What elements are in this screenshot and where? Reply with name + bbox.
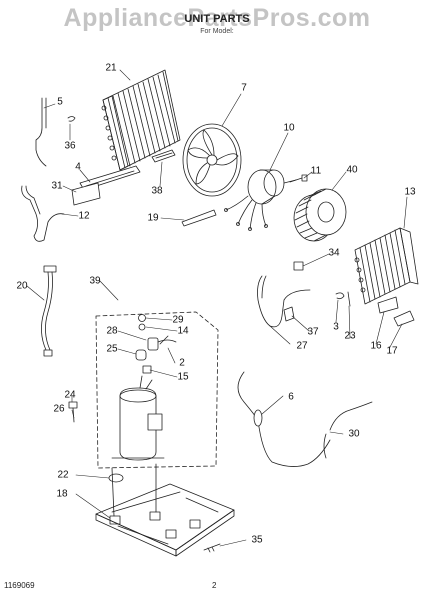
callout-15: 15 bbox=[177, 371, 189, 383]
callout-31: 31 bbox=[51, 180, 63, 192]
callout-35: 35 bbox=[251, 534, 263, 546]
tube-12-drawing bbox=[21, 185, 65, 242]
clip-2-drawing bbox=[157, 339, 177, 343]
screw-23-drawing bbox=[347, 291, 351, 307]
callout-22: 22 bbox=[57, 469, 69, 481]
capillary-tube-drawing bbox=[257, 275, 311, 328]
callout-27: 27 bbox=[296, 340, 308, 352]
diagram-subtitle: For Model: bbox=[200, 28, 234, 35]
document-number: 1169069 bbox=[4, 581, 35, 590]
compressor-assembly-boundary bbox=[95, 311, 219, 469]
screw-35-drawing bbox=[203, 543, 221, 553]
power-cord-drawing bbox=[41, 265, 57, 357]
callout-14: 14 bbox=[177, 325, 189, 337]
clip-3-drawing bbox=[335, 292, 345, 300]
drain-tube-drawing bbox=[35, 97, 47, 167]
callout-23: 23 bbox=[344, 330, 356, 342]
callout-16: 16 bbox=[370, 340, 382, 352]
clip-36-drawing bbox=[67, 116, 76, 122]
callout-26: 26 bbox=[53, 403, 65, 415]
washer-14-drawing bbox=[138, 323, 146, 331]
drain-line-drawing bbox=[237, 371, 331, 467]
callout-4: 4 bbox=[75, 161, 81, 173]
watermark: AppliancePartsPros.com bbox=[63, 4, 371, 32]
callout-10: 10 bbox=[283, 122, 295, 134]
callout-21: 21 bbox=[105, 62, 117, 74]
cover-drawing bbox=[135, 349, 147, 361]
callout-37: 37 bbox=[307, 326, 319, 338]
callout-28: 28 bbox=[106, 325, 118, 337]
callout-34: 34 bbox=[328, 247, 340, 259]
callout-11: 11 bbox=[310, 165, 322, 177]
bracket-16-drawing bbox=[377, 296, 399, 314]
callout-5: 5 bbox=[57, 96, 63, 108]
strap-drawing bbox=[181, 209, 217, 227]
callout-13: 13 bbox=[404, 186, 416, 198]
diagram-title: UNIT PARTS bbox=[184, 13, 250, 25]
callout-19: 19 bbox=[147, 212, 159, 224]
grommet-22-drawing bbox=[108, 473, 124, 483]
shield-drawing bbox=[71, 182, 101, 206]
callout-25: 25 bbox=[106, 343, 118, 355]
condenser-coil-drawing bbox=[101, 69, 181, 171]
callout-6: 6 bbox=[288, 391, 294, 403]
thermistor-drawing bbox=[293, 261, 304, 271]
page-number: 2 bbox=[212, 581, 217, 590]
callout-39: 39 bbox=[89, 275, 101, 287]
callout-24: 24 bbox=[64, 389, 76, 401]
callout-7: 7 bbox=[241, 82, 247, 94]
base-pan-drawing bbox=[95, 463, 235, 557]
callout-29: 29 bbox=[172, 314, 184, 326]
blower-wheel-drawing bbox=[293, 188, 347, 242]
callout-40: 40 bbox=[346, 164, 358, 176]
callout-38: 38 bbox=[151, 185, 163, 197]
grommet-29-drawing bbox=[138, 314, 146, 322]
nut-15-drawing bbox=[142, 365, 152, 374]
condenser-fan-blade-drawing bbox=[182, 123, 242, 197]
screw-11-drawing bbox=[289, 174, 308, 183]
evaporator-coil-drawing bbox=[354, 227, 419, 305]
leader-lines bbox=[26, 69, 408, 547]
baffle-drawing bbox=[393, 310, 415, 327]
callout-36: 36 bbox=[64, 140, 76, 152]
overload-drawing bbox=[147, 337, 159, 351]
callout-17: 17 bbox=[386, 345, 398, 357]
callout-18: 18 bbox=[56, 488, 68, 500]
clip-37-drawing bbox=[283, 306, 295, 322]
callout-20: 20 bbox=[16, 280, 28, 292]
callout-30: 30 bbox=[348, 428, 360, 440]
fan-motor-drawing bbox=[224, 169, 297, 231]
compressor-drawing bbox=[111, 375, 165, 461]
callout-3: 3 bbox=[333, 321, 339, 333]
callout-12: 12 bbox=[78, 210, 90, 222]
tube-30-drawing bbox=[329, 401, 373, 431]
screw-24-drawing bbox=[68, 401, 78, 409]
callout-2: 2 bbox=[179, 357, 185, 369]
